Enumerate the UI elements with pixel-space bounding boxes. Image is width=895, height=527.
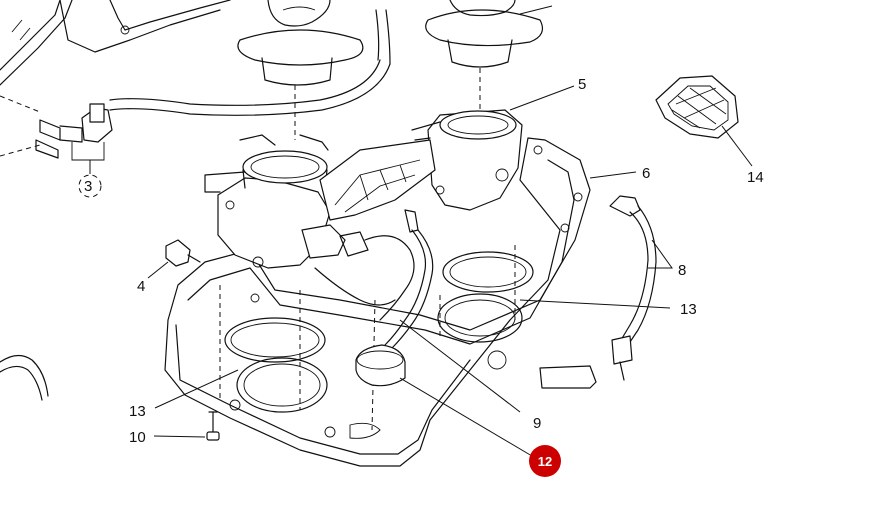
callout-9: 9 — [533, 415, 541, 432]
upper-intake-funnels — [237, 0, 543, 140]
callout-6: 6 — [642, 165, 650, 182]
callout-10: 10 — [129, 429, 146, 446]
gaskets-13 — [224, 251, 597, 389]
part-4-bolt — [165, 239, 201, 267]
highlight-badge — [529, 445, 561, 477]
frame-bracket-top-left — [0, 0, 231, 86]
part-14-filter-grille — [655, 75, 739, 139]
part-10-screw — [206, 411, 220, 441]
throttle-bodies — [204, 109, 523, 269]
part-3-valve-assembly — [0, 95, 113, 198]
callout-13-left: 13 — [129, 403, 146, 420]
callout-12: 12 — [538, 454, 552, 469]
callout-4: 4 — [137, 278, 145, 295]
callout-5: 5 — [578, 76, 586, 93]
part-8-hose — [609, 195, 657, 381]
callout-3: 3 — [84, 178, 92, 195]
callout-12-highlight[interactable]: 12 — [529, 445, 561, 477]
callout-13-right: 13 — [680, 301, 697, 318]
leader-lines — [89, 5, 753, 457]
hose-fragment-left — [0, 354, 49, 401]
breather-hose-upper — [109, 9, 391, 116]
part-9-sensor-cable — [314, 209, 434, 387]
callout-8: 8 — [678, 262, 686, 279]
callout-14: 14 — [747, 169, 764, 186]
